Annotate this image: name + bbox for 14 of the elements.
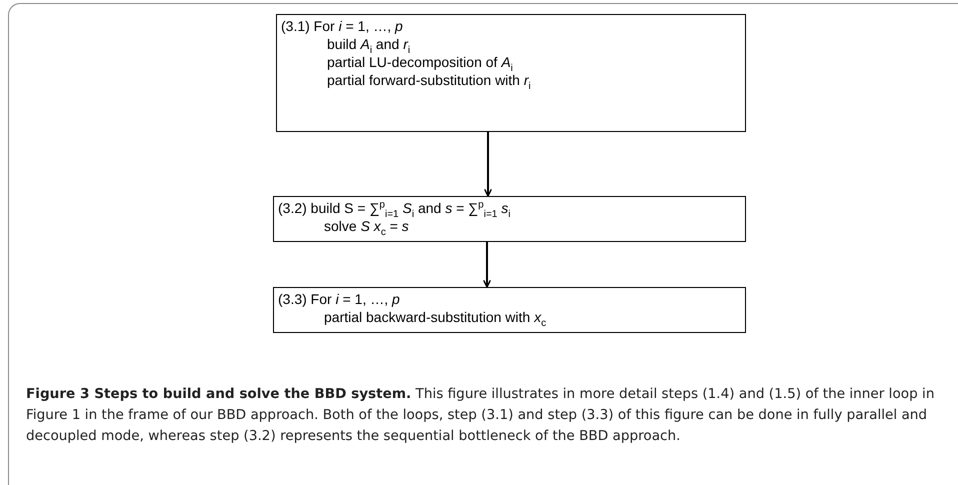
arrow <box>484 132 492 197</box>
step-text: partial backward-substitution with x$_{c}$ <box>323 308 548 326</box>
step-text: partial forward-substitution with r$_{i}$ <box>326 71 532 89</box>
step-text: (3.3) For i = 1, …, p <box>278 290 401 308</box>
step-box <box>273 287 746 333</box>
arrow <box>482 242 492 288</box>
step-text: build A$_{i}$ and r$_{i}$ <box>326 35 412 53</box>
step-text: solve S x$_{c}$ = s <box>323 217 410 235</box>
step-box <box>273 196 746 242</box>
step-box <box>276 14 746 132</box>
step-text: partial LU-decomposition of A$_{i}$ <box>326 53 514 71</box>
step-text: (3.2) build S = ∑$^{p}$$_{i=1}$ S$_{i}$ and s = ∑$^{p}$$_{i=1}$ s$_{i}$ <box>278 199 512 217</box>
step-text: (3.1) For i = 1, …, p <box>281 17 404 35</box>
figure-caption: Figure 3 Steps to build and solve the BBD system. This figure illustrates in more detail steps (1.4) and (1.5) of the inner loop in Figure 1 in the frame of our BBD approach. Both of the loops, step (3.1) and step (3.3) of this figure can be done in fully parallel and decoupled mode, whereas step (3.2) represents the sequential bottleneck of the BBD approach. <box>26 385 936 446</box>
